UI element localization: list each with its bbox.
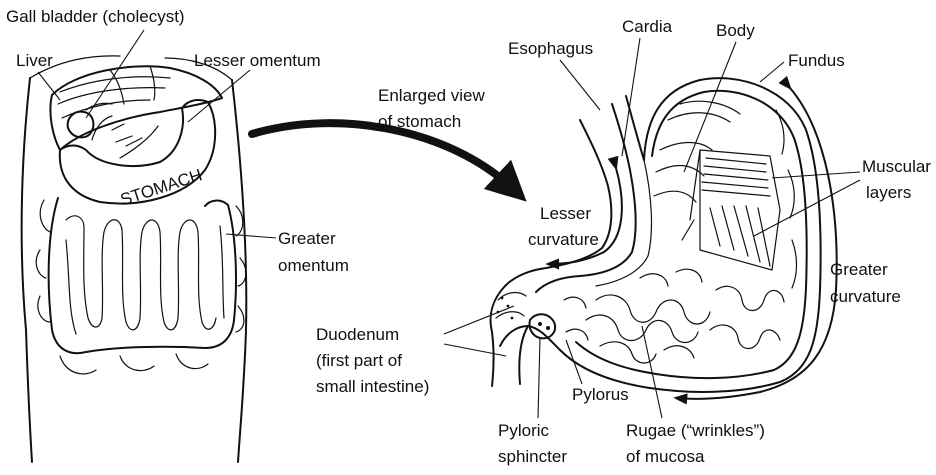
label-lesser-curvature-2: curvature [528,229,599,250]
label-body: Body [716,20,755,41]
label-cardia: Cardia [622,16,672,37]
label-greater-omentum-1: Greater [278,228,336,249]
label-enlarged-view-2: of stomach [378,111,461,132]
label-duodenum-2: (first part of [316,350,402,371]
label-duodenum-1: Duodenum [316,324,399,345]
torso-right-edge [232,80,246,462]
label-gall-bladder: Gall bladder (cholecyst) [6,6,185,27]
pyloric-sphincter-shape [529,314,555,338]
label-enlarged-view-1: Enlarged view [378,85,485,106]
label-greater-curvature-2: curvature [830,286,901,307]
label-pylorus: Pylorus [572,384,629,405]
label-liver: Liver [16,50,53,71]
label-duodenum-3: small intestine) [316,376,429,397]
label-esophagus: Esophagus [508,38,593,59]
label-rugae-1: Rugae (“wrinkles”) [626,420,765,441]
label-muscular-2: layers [866,182,911,203]
label-pyloric-1: Pyloric [498,420,549,441]
greater-omentum-shape [36,198,246,374]
rugae-shape [564,269,784,363]
stomach-label: STOMACH [118,165,204,209]
enlarged-view-arrow [252,123,512,188]
label-lesser-curvature-1: Lesser [540,203,591,224]
label-muscular-1: Muscular [862,156,931,177]
label-pyloric-2: sphincter [498,446,567,467]
muscular-layers-shape [682,150,780,270]
label-fundus: Fundus [788,50,845,71]
label-greater-curvature-1: Greater [830,259,888,280]
label-greater-omentum-2: omentum [278,255,349,276]
label-rugae-2: of mucosa [626,446,704,467]
label-lesser-omentum: Lesser omentum [194,50,321,71]
torso-overview: STOMACH [22,56,247,462]
duodenum-shape [491,286,528,386]
torso-left-edge [22,78,32,462]
